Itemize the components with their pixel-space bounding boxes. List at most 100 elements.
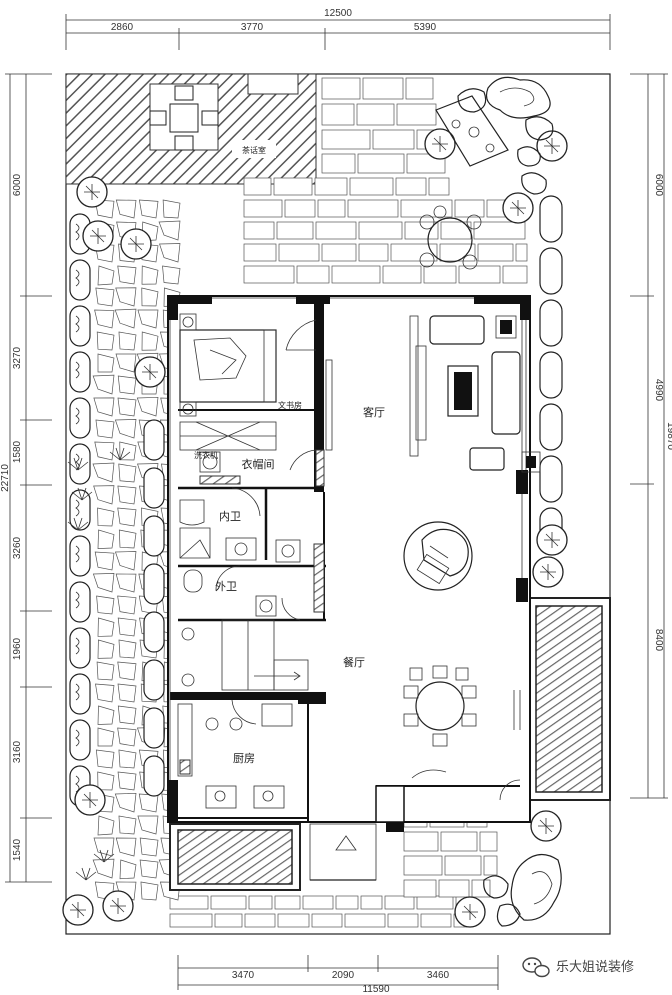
paver-tile bbox=[396, 103, 437, 126]
entrance bbox=[309, 823, 377, 881]
stepping-stone bbox=[97, 639, 115, 659]
paver-tile bbox=[248, 895, 273, 910]
stepping-stone bbox=[96, 331, 115, 351]
paver-tile bbox=[244, 913, 276, 928]
stepping-stone bbox=[92, 374, 115, 395]
dim-bottom-total: 11590 bbox=[362, 984, 390, 995]
shrub-detail bbox=[75, 637, 80, 655]
paver-tile bbox=[243, 243, 277, 262]
outer-bath: 外卫 bbox=[183, 539, 325, 617]
stepping-stone bbox=[97, 529, 115, 549]
shrub-hedge bbox=[69, 535, 91, 577]
stepping-stone bbox=[97, 617, 115, 637]
paver-tile bbox=[314, 177, 348, 196]
closet-room: 洗衣机 衣帽间 bbox=[179, 421, 277, 485]
tree-branches bbox=[462, 904, 478, 920]
shrub-hedge bbox=[143, 707, 165, 749]
tree-branches bbox=[70, 902, 86, 918]
stepping-stone bbox=[93, 397, 115, 417]
paver-tile bbox=[210, 895, 247, 910]
paver-tile bbox=[390, 243, 438, 262]
paver-tile bbox=[347, 199, 399, 218]
room-label-tea: 茶话室 bbox=[242, 145, 266, 155]
shrub-detail bbox=[75, 591, 80, 609]
shrub-hedge bbox=[539, 455, 563, 503]
stepping-stone bbox=[117, 595, 137, 615]
dim-top-seg: 2860 bbox=[111, 22, 134, 33]
tree-branches bbox=[142, 364, 158, 380]
stepping-stone bbox=[119, 859, 137, 880]
shrub-hedge bbox=[143, 659, 165, 701]
study-room: 文书房 bbox=[179, 313, 302, 417]
stepping-stone bbox=[162, 199, 181, 219]
dimension-right: 6000 4990 8400 19870 bbox=[630, 73, 672, 799]
stepping-stone bbox=[97, 265, 115, 286]
dim-left-seg: 3270 bbox=[12, 346, 23, 369]
tree-branches bbox=[510, 200, 526, 216]
stepping-stone bbox=[118, 639, 137, 659]
stepping-stone bbox=[94, 309, 115, 329]
dim-left-seg: 1580 bbox=[12, 440, 23, 463]
grass-tuft bbox=[67, 457, 89, 471]
stepping-stone bbox=[96, 661, 115, 681]
shrub-hedge bbox=[143, 467, 165, 509]
paver-tile bbox=[214, 913, 243, 928]
paver-tile bbox=[440, 221, 472, 240]
paver-tile bbox=[315, 221, 357, 240]
shrub-detail bbox=[75, 223, 80, 241]
paver-tile bbox=[403, 879, 437, 898]
paver-tile bbox=[277, 913, 310, 928]
shrub-hedge bbox=[69, 581, 91, 623]
tree-branches bbox=[110, 898, 126, 914]
paver-tile bbox=[243, 265, 295, 284]
shrub-detail bbox=[75, 729, 80, 747]
shrub-hedge bbox=[539, 299, 563, 347]
room-label-outer-bath: 外卫 bbox=[215, 580, 237, 593]
stepping-stone bbox=[118, 331, 137, 351]
stepping-stone bbox=[92, 462, 115, 483]
dim-top-total: 12500 bbox=[324, 8, 352, 19]
stepping-stone bbox=[137, 309, 159, 329]
paver-tile bbox=[321, 103, 355, 126]
tree-branches bbox=[128, 236, 144, 252]
paver-tile bbox=[477, 243, 514, 262]
paver-tile bbox=[420, 913, 452, 928]
shrub-detail bbox=[75, 545, 80, 563]
paver-tile bbox=[473, 221, 526, 240]
stepping-stone bbox=[115, 287, 137, 307]
paver-tile bbox=[403, 855, 443, 876]
dim-left-seg: 1540 bbox=[12, 838, 23, 861]
paver-tile bbox=[317, 199, 346, 218]
stepping-stone bbox=[94, 551, 115, 571]
paver-tile bbox=[400, 199, 453, 218]
dim-bottom-seg: 3460 bbox=[427, 970, 450, 981]
stepping-stone bbox=[117, 485, 137, 505]
stepping-stone bbox=[117, 507, 137, 527]
paver-tile bbox=[284, 199, 316, 218]
dim-left-seg: 6000 bbox=[12, 173, 23, 196]
paver-tile bbox=[471, 879, 491, 898]
stepping-stone bbox=[117, 375, 137, 395]
stepping-stone bbox=[118, 815, 137, 835]
paver-tile bbox=[321, 77, 361, 100]
stepping-stone bbox=[97, 771, 115, 791]
paver-tile bbox=[169, 913, 213, 928]
paver-tile bbox=[321, 129, 371, 150]
stepping-stone bbox=[138, 793, 159, 813]
paver-tile bbox=[358, 243, 389, 262]
dim-top-seg: 5390 bbox=[414, 22, 437, 33]
rock-garden-bottom-right bbox=[483, 853, 562, 927]
stepping-stone bbox=[117, 265, 137, 285]
stepping-stone bbox=[162, 265, 181, 285]
shrub-hedge bbox=[143, 611, 165, 653]
paver-tile bbox=[296, 265, 330, 284]
paver-tile bbox=[423, 265, 457, 284]
room-label-kitchen: 厨房 bbox=[233, 752, 255, 765]
living-room: 客厅 bbox=[315, 315, 541, 487]
paver-tile bbox=[387, 913, 419, 928]
stepping-stone bbox=[117, 683, 137, 703]
shrub-hedge bbox=[539, 247, 563, 295]
shrub-hedge bbox=[143, 515, 165, 557]
grass-tuft bbox=[67, 517, 89, 531]
stepping-stone bbox=[117, 617, 137, 637]
